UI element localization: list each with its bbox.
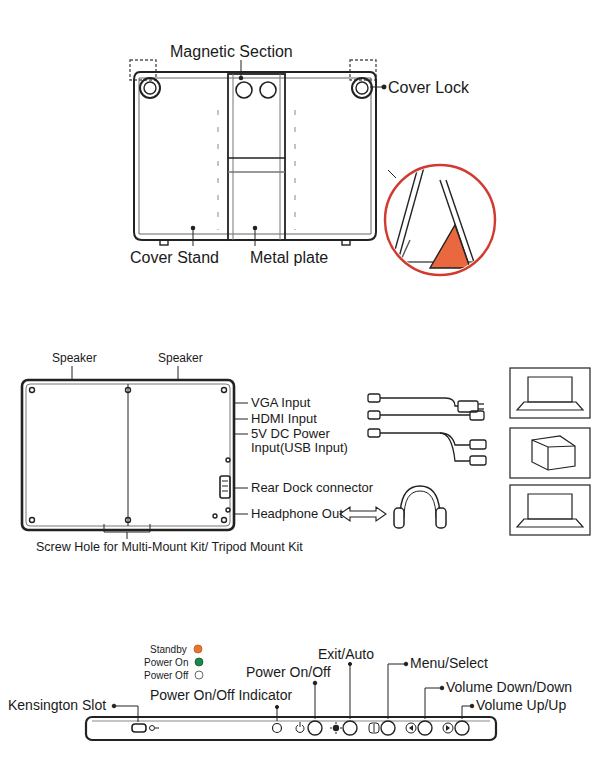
part-label: Rear Dock connector [251,481,373,495]
part-label: Kensington Slot [8,698,106,713]
part-label: Speaker [52,352,97,365]
part-label: Speaker [158,352,203,365]
part-label: 5V DC Power Input(USB Input) [251,427,363,456]
part-label: Standby [150,644,187,655]
part-label: Cover Stand [130,249,219,267]
part-label: Exit/Auto [318,647,374,662]
part-label: Metal plate [250,249,328,267]
part-label: Power On [144,657,188,668]
part-label: HDMI Input [251,412,317,426]
part-label: Menu/Select [410,656,488,671]
part-label: Power Off [144,670,188,681]
part-label: Power On/Off [246,665,331,680]
part-label: Power On/Off Indicator [150,688,292,703]
part-label: Headphone Out [251,507,343,521]
part-label: Cover Lock [388,79,469,97]
part-label: Magnetic Section [170,43,293,61]
part-label: VGA Input [251,396,310,410]
part-label: Screw Hole for Multi-Mount Kit/ Tripod M… [36,541,303,555]
part-label: Volume Up/Up [476,698,566,713]
part-label: Volume Down/Down [446,680,572,695]
